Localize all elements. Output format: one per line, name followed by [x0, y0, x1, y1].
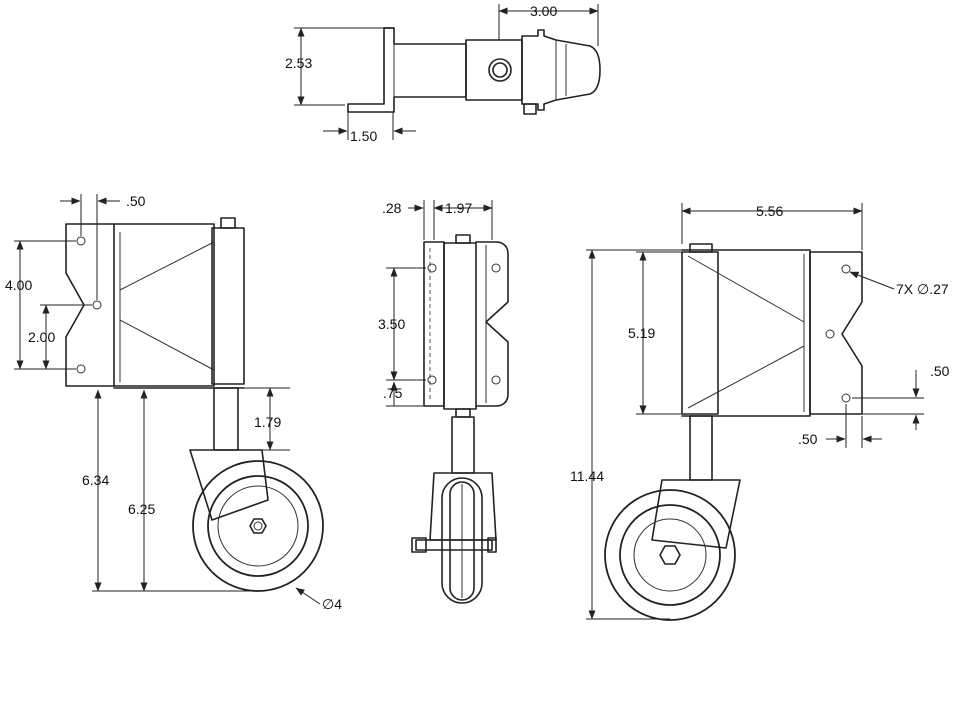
dim-left-hole-half: 2.00 [28, 329, 55, 345]
dim-right-width: 5.56 [756, 203, 783, 219]
dim-right-hole-v: .50 [930, 363, 950, 379]
dim-right-overall: 11.44 [570, 468, 604, 484]
dim-right-height: 5.19 [628, 325, 655, 341]
top-view [347, 27, 601, 115]
dim-wheel-dia: ∅4 [322, 596, 342, 612]
right-side-view [604, 243, 863, 621]
dim-right-holes: 7X ∅.27 [896, 281, 949, 297]
dim-top-height: 2.53 [285, 55, 312, 71]
dim-left-hole-span: 4.00 [5, 277, 32, 293]
dim-left-axle: 6.25 [128, 501, 155, 517]
left-side-view [65, 217, 324, 592]
top-dimensions: 3.00 2.53 1.50 [285, 3, 599, 144]
dim-front-edge: .28 [382, 200, 402, 216]
dim-front-width: 1.97 [445, 200, 472, 216]
dim-front-bottom: .75 [383, 385, 403, 401]
dim-left-hole-offset: .50 [126, 193, 146, 209]
left-dimensions: .50 4.00 2.00 1.79 6.34 6.25 ∅4 [5, 193, 342, 612]
dim-right-hole-h: .50 [798, 431, 818, 447]
dim-top-width: 3.00 [530, 3, 557, 19]
front-dimensions: .28 1.97 3.50 .75 [378, 200, 493, 407]
dim-left-overall: 6.34 [82, 472, 109, 488]
dim-top-flange: 1.50 [350, 128, 377, 144]
dim-front-span: 3.50 [378, 316, 405, 332]
right-dimensions: 5.56 7X ∅.27 5.19 11.44 .50 .50 [570, 203, 950, 620]
front-view [411, 234, 509, 604]
dim-left-stem: 1.79 [254, 414, 281, 430]
